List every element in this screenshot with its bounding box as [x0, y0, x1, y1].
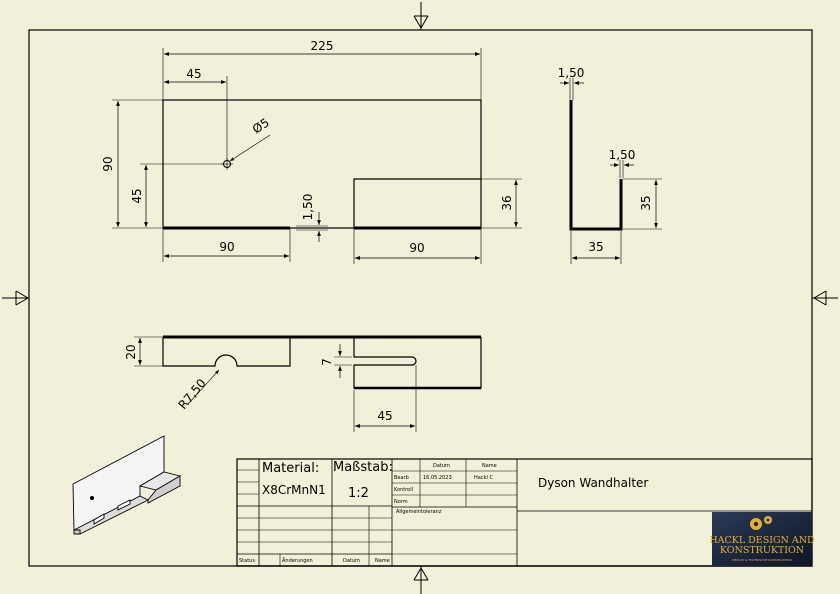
dim-hole-diameter: Ø5 — [250, 115, 272, 136]
side-view: 1,50 1,50 35 35 — [558, 66, 662, 264]
dim-side-base-width: 35 — [588, 240, 603, 254]
isometric-view — [72, 435, 182, 535]
gear-icon — [750, 516, 772, 530]
title-block: Material: X8CrMnN1 Maßstab: 1:2 Datum Na… — [236, 458, 815, 567]
dim-height: 90 — [101, 156, 115, 171]
logo-line1: HACKL DESIGN AND — [709, 535, 815, 546]
dim-slot-length: 45 — [377, 409, 392, 423]
company-logo: HACKL DESIGN AND KONSTRUKTION DESIGN & T… — [709, 512, 815, 566]
dim-overall-width: 225 — [311, 39, 334, 53]
scale-value: 1:2 — [348, 486, 369, 501]
footer-date-label: Datum — [343, 558, 360, 564]
row-check-label: Kontroll — [394, 487, 413, 493]
row-drawn-name: Hackl C — [474, 475, 493, 481]
center-mark-left — [2, 290, 29, 306]
dim-hole-offset-x: 45 — [186, 67, 201, 81]
scale-label: Maßstab: — [333, 460, 393, 475]
drawing-title: Dyson Wandhalter — [538, 476, 648, 490]
dim-tab-width-right: 90 — [409, 241, 424, 255]
dim-side-thickness-top: 1,50 — [558, 66, 585, 80]
front-view: 225 45 Ø5 90 45 1,50 90 90 — [101, 39, 522, 264]
dim-hole-offset-y: 45 — [130, 188, 144, 203]
row-drawn-date: 16.05.2023 — [423, 475, 452, 481]
dim-tab-width-left: 90 — [219, 240, 234, 254]
center-mark-top — [413, 2, 429, 30]
material-label: Material: — [262, 461, 319, 476]
dim-side-lip-height: 35 — [639, 195, 653, 210]
name-header: Name — [482, 463, 497, 469]
logo-tagline: DESIGN & TECHNISCHE KONSTRUKTION — [732, 558, 792, 562]
dim-notch-radius: R7,50 — [176, 376, 209, 412]
top-view: 20 R7,50 7 45 — [124, 335, 482, 432]
dim-side-thickness-lip: 1,50 — [609, 148, 636, 162]
material-value: X8CrMnN1 — [262, 483, 326, 497]
center-mark-bottom — [413, 566, 429, 594]
center-mark-right — [812, 290, 838, 306]
row-norm-label: Norm — [394, 499, 408, 505]
row-drawn-label: Bearb — [394, 475, 409, 481]
dim-thickness: 1,50 — [301, 194, 315, 221]
general-tolerance-label: Allgemeintoleranz — [396, 509, 442, 515]
dim-tab-height: 36 — [500, 195, 514, 210]
changes-label: Änderungen — [282, 557, 313, 564]
date-header: Datum — [433, 463, 450, 469]
logo-line2: KONSTRUKTION — [720, 545, 804, 556]
status-label: Status — [239, 558, 255, 564]
dim-slot-width: 7 — [320, 358, 334, 366]
footer-name-label: Name — [375, 558, 390, 564]
dim-top-depth: 20 — [124, 344, 138, 359]
